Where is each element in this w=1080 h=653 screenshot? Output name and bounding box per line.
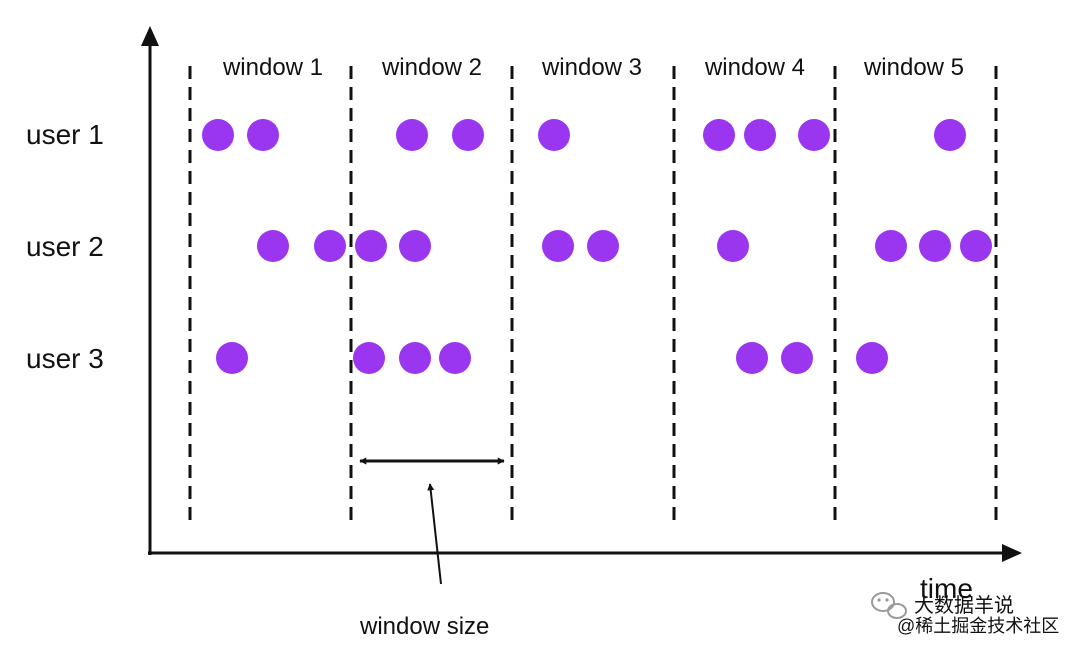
event-dot-user3-window5-1: [856, 342, 888, 374]
watermark-subtitle: @稀土掘金技术社区: [897, 616, 1059, 636]
event-dot-user3-window4-2: [781, 342, 813, 374]
user-labels: user 1 user 2 user 3: [26, 119, 104, 374]
window-label-1: window 1: [222, 54, 323, 81]
event-dot-user1-window3-1: [538, 119, 570, 151]
user-label-1: user 1: [26, 119, 104, 150]
event-dot-user2-window3-2: [587, 230, 619, 262]
event-dot-user1-window4-3: [798, 119, 830, 151]
window-label-2: window 2: [381, 54, 482, 81]
user-label-2: user 2: [26, 231, 104, 262]
x-axis-label: time: [920, 573, 973, 604]
event-dot-user2-window5-2: [919, 230, 951, 262]
event-dot-user3-window2-2: [399, 342, 431, 374]
wechat-icon: [871, 592, 907, 619]
window-label-3: window 3: [541, 54, 642, 81]
event-dot-user3-window4-1: [736, 342, 768, 374]
event-dot-user1-window2-2: [452, 119, 484, 151]
x-axis-arrowhead: [1002, 544, 1022, 562]
event-dot-user1-window2-1: [396, 119, 428, 151]
window-label-4: window 4: [704, 54, 805, 81]
watermark: 大数据羊说 @稀土掘金技术社区: [871, 592, 1059, 636]
event-dot-user2-window4-1: [717, 230, 749, 262]
y-axis-arrowhead: [141, 26, 159, 46]
event-dot-user2-window3-1: [542, 230, 574, 262]
event-dots: [202, 119, 992, 374]
user-label-3: user 3: [26, 343, 104, 374]
window-size-pointer: [427, 483, 442, 585]
window-boundaries: [188, 66, 998, 528]
event-dot-user2-window2-1: [355, 230, 387, 262]
event-dot-user3-window2-3: [439, 342, 471, 374]
window-size-label: window size: [359, 613, 489, 640]
window-label-5: window 5: [863, 54, 964, 81]
event-dot-user1-window4-1: [703, 119, 735, 151]
window-labels: window 1 window 2 window 3 window 4 wind…: [222, 54, 964, 81]
event-dot-user2-window1-1: [257, 230, 289, 262]
event-dot-user2-window1-2: [314, 230, 346, 262]
event-dot-user1-window1-2: [247, 119, 279, 151]
event-dot-user2-window5-3: [960, 230, 992, 262]
event-dot-user2-window5-1: [875, 230, 907, 262]
event-dot-user1-window1-1: [202, 119, 234, 151]
event-dot-user1-window4-2: [744, 119, 776, 151]
watermark-title: 大数据羊说: [914, 594, 1014, 617]
event-dot-user2-window2-2: [399, 230, 431, 262]
event-dot-user3-window1-1: [216, 342, 248, 374]
event-dot-user3-window2-1: [353, 342, 385, 374]
event-dot-user1-window5-1: [934, 119, 966, 151]
